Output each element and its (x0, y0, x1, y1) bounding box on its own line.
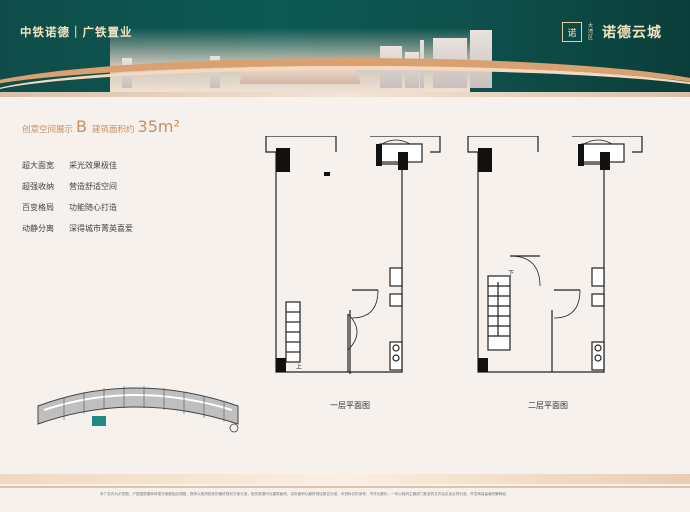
title-prefix: 创意空间展示 (22, 125, 74, 135)
key-plan-drawing (37, 386, 239, 433)
disclaimer-text: 本广告内为示意图，户型图根据单体报方案做相应调整，具体以政府批准的最终规划方案为… (100, 492, 507, 496)
list-item: 超大面宽采光效果极佳 (22, 161, 117, 170)
stair-down-label: 下 (508, 270, 515, 277)
list-item: 百变格局功能随心打造 (22, 203, 117, 212)
area-value: 35m² (137, 117, 180, 136)
list-item: 动静分离深得城市菁英喜爱 (22, 224, 133, 233)
first-floor-caption: 一层平面图 (330, 401, 370, 410)
brand-name: 诺德云城 (602, 25, 662, 41)
brand-region: 大湾区 (588, 23, 594, 41)
header-divider (0, 92, 690, 97)
project-brand: 诺 大湾区 诺德云城 (562, 22, 662, 42)
site-key-plan (34, 376, 244, 434)
second-floor-caption: 二层平面图 (528, 401, 568, 410)
unit-letter: B (76, 117, 87, 136)
footer-divider (0, 486, 690, 488)
header-banner: 中铁诺德｜广铁置业 诺 大湾区 诺德云城 (0, 0, 690, 92)
second-floor-plan: 下 (464, 135, 644, 380)
unit-title: 创意空间展示 B 建筑面积约 35m² (22, 117, 180, 136)
feature-list: 超大面宽采光效果极佳 超强收纳营造舒适空间 百变格局功能随心打造 动静分离深得城… (22, 160, 133, 244)
first-floor-plan: 上 (262, 135, 442, 380)
area-label: 建筑面积约 (92, 125, 135, 135)
first-floor-drawing (265, 135, 441, 374)
list-item: 超强收纳营造舒适空间 (22, 182, 117, 191)
stair-up-label: 上 (296, 364, 303, 371)
developer-brand: 中铁诺德｜广铁置业 (20, 25, 133, 39)
second-floor-drawing (467, 135, 643, 373)
gold-arc (0, 58, 690, 92)
project-logo: 诺 (562, 22, 582, 42)
gold-arc (0, 66, 690, 92)
footer-band (0, 474, 690, 484)
